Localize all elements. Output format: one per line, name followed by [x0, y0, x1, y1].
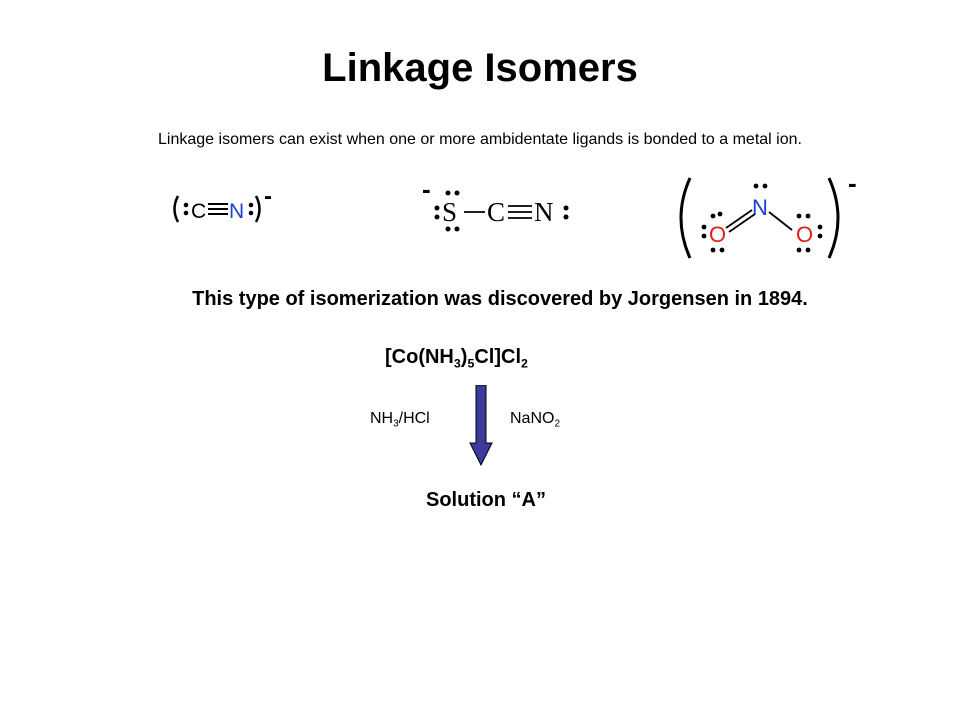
formula-part: ) — [460, 346, 468, 368]
formula-subscript: 3 — [393, 418, 399, 430]
carbon-atom: C — [191, 200, 206, 223]
nitrogen-atom: N — [229, 200, 244, 223]
formula-part: /HCl — [398, 410, 430, 427]
nitrite-structure: - N O O — [679, 172, 857, 259]
right-bracket — [254, 195, 261, 223]
product-solution-a: Solution “A” — [426, 489, 546, 511]
left-bracket — [173, 195, 180, 223]
reagent-ammonia-hcl: NH3/HCl — [370, 410, 430, 430]
reaction-arrow — [469, 385, 493, 467]
formula-subscript: 2 — [521, 356, 528, 371]
nitrogen-atom: N — [534, 197, 554, 227]
formula-subscript: 3 — [453, 356, 461, 371]
carbon-atom: C — [487, 197, 505, 227]
formula-subscript: 5 — [467, 356, 475, 371]
oxygen-atom-left: O — [709, 222, 726, 247]
thiocyanate-structure: - S C N — [422, 180, 569, 232]
slide-title: Linkage Isomers — [322, 46, 638, 90]
left-bracket — [679, 177, 692, 259]
formula-part: NH — [370, 410, 394, 427]
charge-sign: - — [848, 172, 857, 198]
charge-sign: - — [264, 183, 272, 210]
right-bracket — [827, 177, 840, 259]
cyanide-structure: C N - — [173, 183, 272, 223]
formula-part: [Co(NH — [385, 346, 454, 368]
formula-part: Cl]Cl — [474, 346, 522, 368]
discovery-statement: This type of isomerization was discovere… — [192, 288, 808, 310]
reagent-sodium-nitrite: NaNO2 — [510, 410, 560, 430]
slide-subtitle: Linkage isomers can exist when one or mo… — [158, 131, 802, 148]
oxygen-atom-right: O — [796, 222, 813, 247]
charge-sign: - — [422, 180, 431, 204]
formula-part: NaNO — [510, 410, 555, 427]
formula-subscript: 2 — [554, 418, 560, 430]
nitrogen-atom: N — [752, 195, 768, 220]
sulfur-atom: S — [442, 197, 457, 227]
cobalt-complex-formula: [Co(NH3)5Cl]Cl2 — [385, 346, 528, 371]
